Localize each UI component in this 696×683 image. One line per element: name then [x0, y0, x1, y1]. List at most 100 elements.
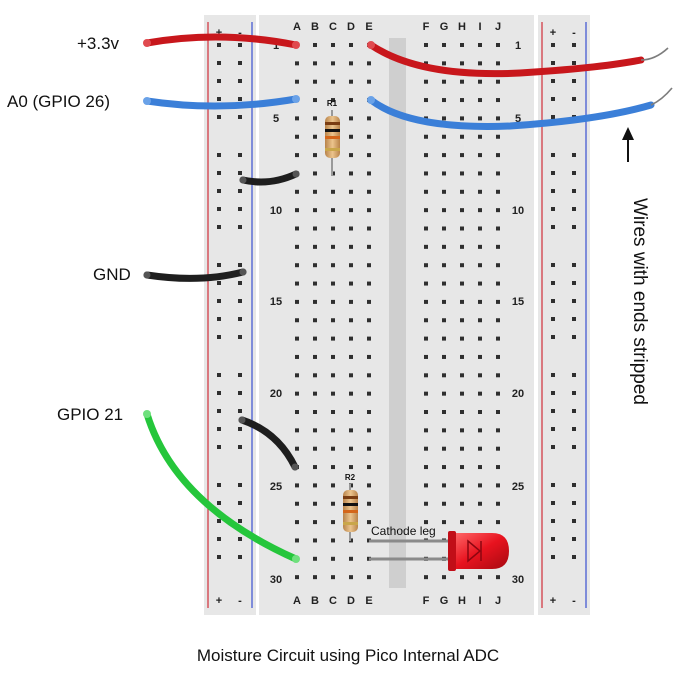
rail-sign: - [572, 27, 576, 39]
rail-sign: - [238, 27, 242, 39]
breadboard-hole [367, 134, 371, 139]
breadboard-hole [217, 299, 221, 303]
row-number: 5 [273, 113, 279, 125]
wire-end [143, 39, 151, 47]
breadboard-hole [424, 318, 428, 323]
column-letter: G [440, 595, 449, 607]
breadboard-hole [349, 244, 353, 249]
breadboard-hole [572, 519, 576, 523]
breadboard-hole [424, 208, 428, 213]
breadboard-hole [442, 244, 446, 249]
column-letter: I [478, 595, 481, 607]
breadboard-hole [460, 299, 464, 304]
row-number: 10 [512, 205, 524, 217]
column-letter: C [329, 21, 337, 33]
breadboard-hole [478, 61, 482, 66]
breadboard-hole [295, 244, 299, 249]
breadboard-hole [367, 116, 371, 121]
breadboard-hole [460, 501, 464, 506]
gnd-label: GND [93, 265, 131, 284]
left-power-rail-panel [204, 15, 256, 615]
breadboard-hole [460, 354, 464, 359]
breadboard-hole [496, 336, 500, 341]
breadboard-hole [496, 446, 500, 451]
breadboard-hole [238, 555, 242, 559]
breadboard-hole [313, 208, 317, 213]
breadboard-hole [367, 189, 371, 194]
breadboard-hole [331, 483, 335, 488]
breadboard-hole [367, 520, 371, 525]
breadboard-hole [442, 299, 446, 304]
column-letter: J [495, 595, 501, 607]
breadboard-hole [238, 79, 242, 83]
breadboard-hole [367, 575, 371, 580]
breadboard-hole [313, 391, 317, 396]
breadboard-hole [331, 61, 335, 66]
breadboard-hole [496, 465, 500, 470]
breadboard-hole [217, 79, 221, 83]
breadboard-hole [572, 335, 576, 339]
stripped-wire-tip [640, 47, 669, 61]
breadboard-hole [442, 501, 446, 506]
breadboard-hole [331, 318, 335, 323]
breadboard-hole [349, 354, 353, 359]
wire-end [239, 176, 247, 184]
breadboard-hole [367, 501, 371, 506]
breadboard-hole [217, 263, 221, 267]
breadboard-hole [349, 79, 353, 84]
breadboard-hole [424, 501, 428, 506]
breadboard-hole [331, 43, 335, 47]
breadboard-hole [313, 134, 317, 139]
breadboard-hole [238, 501, 242, 505]
breadboard-hole [424, 263, 428, 268]
breadboard-hole [313, 281, 317, 286]
diagram-caption: Moisture Circuit using Pico Internal ADC [196, 646, 500, 665]
breadboard-hole [313, 116, 317, 121]
breadboard-hole [349, 226, 353, 231]
breadboard-hole [295, 446, 299, 451]
breadboard-hole [331, 446, 335, 451]
breadboard-hole [217, 97, 221, 101]
breadboard-hole [367, 483, 371, 488]
breadboard-hole [478, 373, 482, 378]
breadboard-hole [295, 575, 299, 580]
row-numbers-left: 1 5 10 15 20 25 30 [270, 40, 282, 586]
breadboard-hole [442, 134, 446, 139]
gpio21-label: GPIO 21 [57, 405, 124, 424]
breadboard-hole [238, 189, 242, 193]
breadboard-hole [331, 208, 335, 213]
column-letter: F [423, 21, 430, 33]
breadboard-hole [295, 79, 299, 84]
row-number: 20 [512, 388, 524, 400]
breadboard-hole [331, 354, 335, 359]
stripped-wire-tip [650, 87, 673, 106]
breadboard-hole [478, 299, 482, 304]
wire-end [143, 410, 151, 418]
breadboard-hole [478, 98, 482, 103]
column-letter: A [293, 21, 301, 33]
breadboard-hole [460, 134, 464, 139]
breadboard-hole [238, 299, 242, 303]
breadboard-hole [460, 61, 464, 66]
breadboard-hole [331, 281, 335, 286]
breadboard-hole [349, 336, 353, 341]
breadboard-hole [442, 428, 446, 433]
breadboard-hole [551, 427, 555, 431]
breadboard-hole [217, 373, 221, 377]
breadboard-hole [496, 79, 500, 84]
breadboard-hole [217, 555, 221, 559]
breadboard-hole [424, 61, 428, 66]
breadboard-hole [551, 171, 555, 175]
breadboard-hole [238, 391, 242, 395]
breadboard-hole [313, 263, 317, 268]
breadboard-hole [349, 299, 353, 304]
breadboard-hole [460, 410, 464, 414]
breadboard-hole [349, 134, 353, 139]
led: Cathode leg [369, 524, 509, 571]
breadboard-hole [572, 537, 576, 541]
breadboard-hole [460, 153, 464, 158]
wire-end [291, 463, 299, 471]
breadboard-hole [217, 427, 221, 431]
resistor-r1: R1 [325, 99, 340, 176]
breadboard-hole [367, 354, 371, 359]
